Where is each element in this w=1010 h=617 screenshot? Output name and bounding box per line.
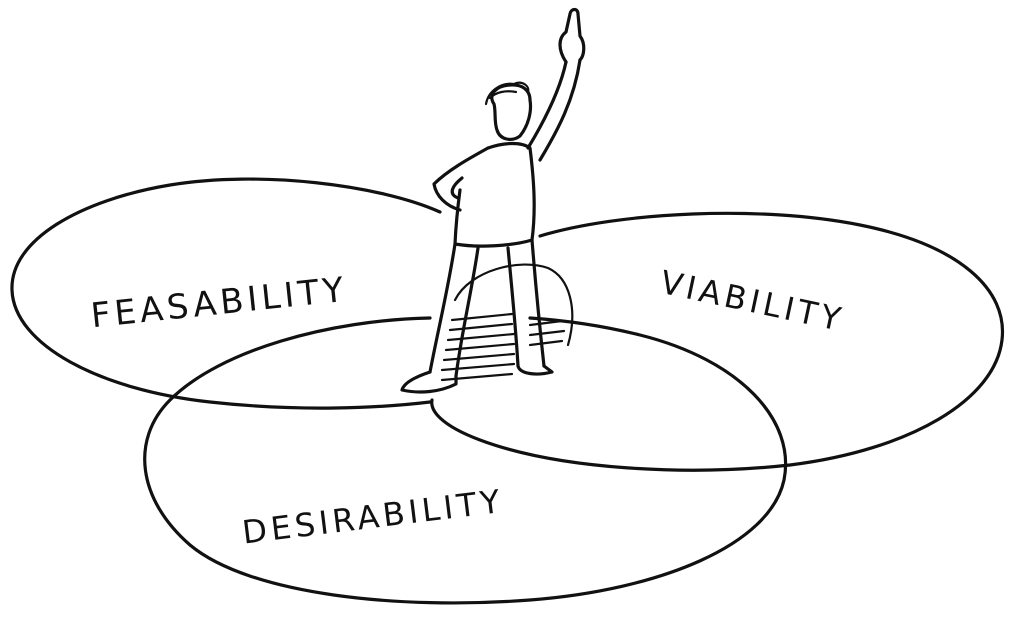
desirability-ellipse <box>143 316 788 605</box>
right-leg <box>506 238 546 368</box>
set-feasability: FEASABILITY <box>10 177 442 410</box>
feasability-ellipse <box>10 177 442 410</box>
set-desirability: DESIRABILITY <box>143 316 788 605</box>
pointing-hand <box>558 7 586 64</box>
desirability-label: DESIRABILITY <box>240 482 506 552</box>
feasability-label: FEASABILITY <box>89 270 349 337</box>
hair <box>484 81 530 106</box>
ground-shadow-hatching <box>440 312 566 382</box>
mound-outline <box>453 263 574 347</box>
person-pointing-up-icon <box>400 7 586 394</box>
left-foot <box>400 370 458 394</box>
raised-arm <box>526 58 582 162</box>
viability-label: VIABILITY <box>657 263 848 339</box>
hip-arm <box>432 146 490 212</box>
head <box>490 83 533 141</box>
viability-ellipse <box>430 211 1005 472</box>
right-foot <box>516 364 554 376</box>
left-leg <box>428 242 480 378</box>
